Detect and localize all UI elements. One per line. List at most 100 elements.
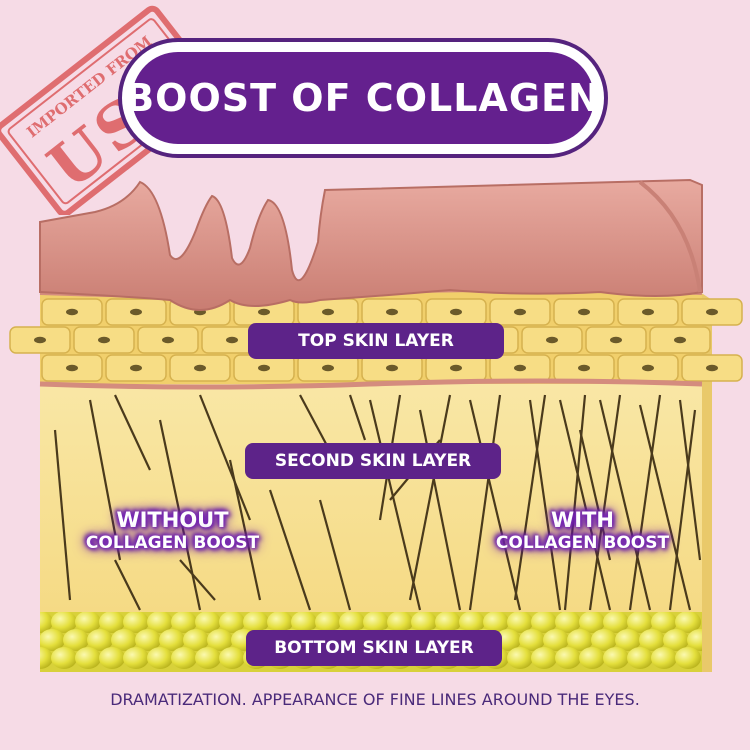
dramatization-caption: DRAMATIZATION. APPEARANCE OF FINE LINES …	[110, 690, 640, 709]
collagen-fiber	[638, 404, 692, 611]
fat-cell	[627, 612, 653, 633]
with-label-line1: WITH	[551, 508, 614, 532]
fat-cell	[579, 612, 605, 633]
cell-nucleus	[162, 336, 174, 344]
fat-cell	[411, 612, 437, 633]
cell-nucleus	[66, 308, 78, 316]
surface-fold-right	[638, 180, 702, 293]
fat-cell	[555, 647, 581, 669]
fat-cell	[219, 612, 245, 633]
collagen-fiber	[268, 489, 312, 611]
cell-nucleus	[386, 308, 398, 316]
fat-cell	[75, 647, 101, 669]
collagen-fiber	[628, 394, 662, 611]
without-collagen-boost-label: WITHOUT COLLAGEN BOOST	[80, 508, 265, 554]
fat-cell	[195, 612, 221, 633]
fat-cell	[40, 647, 53, 669]
fat-cell	[63, 629, 89, 651]
with-collagen-boost-label: WITH COLLAGEN BOOST	[490, 508, 675, 554]
fat-cell	[267, 612, 293, 633]
fat-cell	[99, 647, 125, 669]
fat-cell	[363, 612, 389, 633]
cell-nucleus	[66, 364, 78, 372]
fat-cell	[483, 612, 509, 633]
fat-cell	[219, 647, 245, 669]
bottom-skin-layer-label: BOTTOM SKIN LAYER	[246, 630, 502, 666]
fat-cell	[51, 612, 77, 633]
fat-cell	[435, 612, 461, 633]
title-banner: BOOST OF COLLAGEN	[118, 38, 608, 158]
fat-cell	[651, 647, 677, 669]
cell-nucleus	[130, 364, 142, 372]
fat-cell	[159, 629, 185, 651]
cell-nucleus	[642, 308, 654, 316]
fat-cell	[339, 612, 365, 633]
fat-cell	[639, 629, 665, 651]
fat-cell	[627, 647, 653, 669]
cell-nucleus	[322, 308, 334, 316]
without-label-line2: COLLAGEN BOOST	[85, 533, 260, 554]
fat-cell	[183, 629, 209, 651]
fat-cell	[531, 647, 557, 669]
fat-cell	[87, 629, 113, 651]
cell-nucleus	[706, 308, 718, 316]
cell-nucleus	[674, 336, 686, 344]
fat-cell	[171, 647, 197, 669]
cell-nucleus	[514, 364, 526, 372]
fat-cell	[75, 612, 101, 633]
collagen-fiber	[578, 429, 612, 561]
cell-nucleus	[450, 308, 462, 316]
fat-cell	[543, 629, 569, 651]
collagen-fiber	[198, 394, 252, 521]
fat-cell	[207, 629, 233, 651]
collagen-fiber	[368, 399, 422, 611]
fat-cell	[315, 612, 341, 633]
fat-cell	[567, 629, 593, 651]
collagen-fiber	[598, 399, 652, 611]
fat-cell	[615, 629, 641, 651]
cell-nucleus	[258, 308, 270, 316]
fat-cell	[579, 647, 605, 669]
without-label-line1: WITHOUT	[116, 508, 229, 532]
top-skin-layer-label: TOP SKIN LAYER	[248, 323, 504, 359]
fat-cell	[40, 612, 53, 633]
collagen-fiber	[588, 394, 622, 611]
fat-cell	[243, 612, 269, 633]
fat-cell	[135, 629, 161, 651]
fat-cell	[459, 612, 485, 633]
collagen-fiber	[158, 419, 202, 611]
layer-divider-lower	[39, 378, 703, 390]
cell-nucleus	[226, 336, 238, 344]
cell-nucleus	[130, 308, 142, 316]
collagen-fiber	[348, 394, 367, 441]
fat-cell	[591, 629, 617, 651]
page-title: BOOST OF COLLAGEN	[125, 76, 601, 120]
cell-nucleus	[194, 364, 206, 372]
collagen-fiber	[668, 409, 697, 611]
collagen-fiber	[179, 559, 216, 601]
with-label-line2: COLLAGEN BOOST	[495, 533, 670, 554]
collagen-fiber	[468, 399, 522, 611]
collagen-fiber	[528, 399, 562, 611]
collagen-fiber	[558, 399, 612, 611]
fat-cell	[111, 629, 137, 651]
cell-nucleus	[706, 364, 718, 372]
fat-cell	[663, 629, 689, 651]
collagen-fiber	[563, 394, 587, 611]
fat-cell	[555, 612, 581, 633]
fat-cell	[531, 612, 557, 633]
cell-nucleus	[514, 308, 526, 316]
collagen-fiber	[408, 394, 452, 601]
fat-cell	[40, 629, 65, 651]
fat-cell	[603, 612, 629, 633]
collagen-fiber	[88, 399, 122, 561]
cell-nucleus	[642, 364, 654, 372]
collagen-fiber	[228, 459, 262, 601]
fat-cell	[651, 612, 677, 633]
collagen-fiber	[513, 394, 547, 601]
fat-cell	[147, 612, 173, 633]
collagen-fiber	[468, 394, 502, 611]
collagen-fiber	[114, 559, 141, 611]
cell-nucleus	[578, 364, 590, 372]
